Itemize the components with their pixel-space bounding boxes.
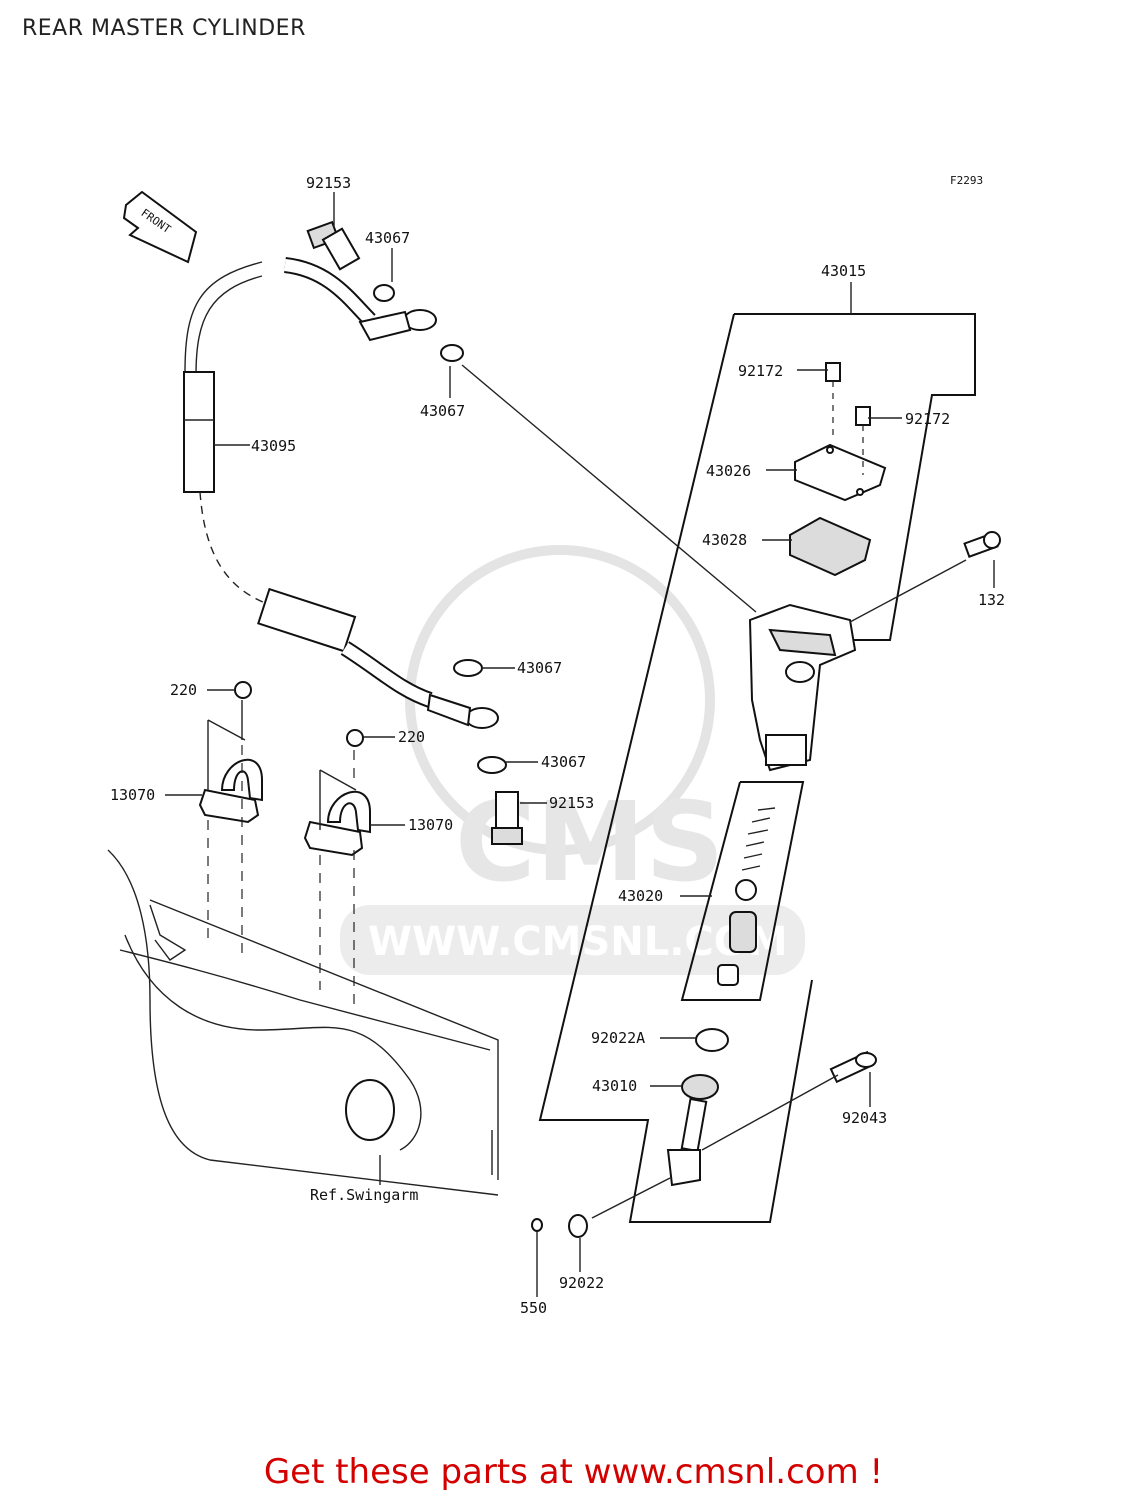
callout-92153-bottom: 92153 [549,794,594,812]
cotter-pin-550 [531,1218,543,1270]
washer-43067-c [453,659,483,677]
callout-92022: 92022 [559,1274,604,1292]
ref-swingarm-label: Ref.Swingarm [310,1186,418,1204]
callout-43067-a: 43067 [365,229,410,247]
clamp-guide-lines [207,700,357,1005]
circlip-92022A [695,1028,729,1052]
callout-43067-b: 43067 [420,402,465,420]
callout-220-b: 220 [398,728,425,746]
reservoir-cap [794,443,887,502]
hose-clamp-left [198,681,263,824]
swingarm-outline [107,849,499,1196]
callout-43067-c: 43067 [517,659,562,677]
callout-43026: 43026 [706,462,751,480]
callout-132: 132 [978,591,1005,609]
callout-92153-top: 92153 [306,174,351,192]
front-arrow-icon: FRONT [122,190,198,264]
figure-code: F2293 [950,174,983,187]
banjo-bolt-bottom [491,791,523,845]
callout-92172-b: 92172 [905,410,950,428]
cap-screws [825,362,871,475]
watermark-url: WWW.CMSNL.COM [368,919,788,965]
washer-43067-b [440,344,464,362]
diaphragm [789,516,872,577]
washer-92022 [568,1214,588,1238]
callout-13070-b: 13070 [408,816,453,834]
banjo-bolt-top [306,220,361,271]
leader-lines [165,192,995,1297]
callout-92172-a: 92172 [738,362,783,380]
washer-43067-a [373,284,395,302]
callout-43010: 43010 [592,1077,637,1095]
master-cylinder-body [748,603,857,772]
callout-220-a: 220 [170,681,197,699]
assembly-frame-43020 [680,781,805,1001]
bolt-132 [963,531,1001,558]
pin-92043 [829,1050,877,1084]
push-rod-43010 [666,1074,719,1187]
callout-13070-a: 13070 [110,786,155,804]
callout-43095: 43095 [251,437,296,455]
washer-43067-d [477,756,507,774]
callout-92022A: 92022A [591,1029,645,1047]
hose-clamp-right [303,729,371,857]
page-title: REAR MASTER CYLINDER [22,16,306,41]
brake-hose [183,257,499,729]
piston-assembly [717,807,776,986]
callout-43015: 43015 [821,262,866,280]
callout-43067-d: 43067 [541,753,586,771]
callout-550: 550 [520,1299,547,1317]
callout-92043: 92043 [842,1109,887,1127]
callout-43028: 43028 [702,531,747,549]
callout-43020: 43020 [618,887,663,905]
assembly-frame-43015 [538,313,976,1223]
footer-link[interactable]: Get these parts at www.cmsnl.com ! [263,1452,884,1492]
